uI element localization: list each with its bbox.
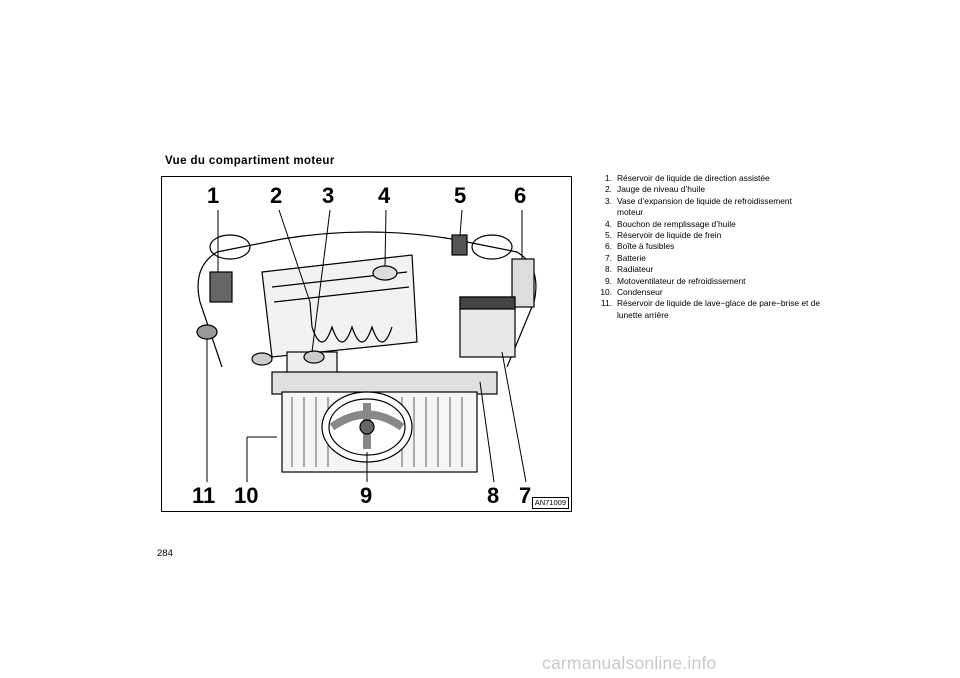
legend-item: 6. Boîte à fusibles <box>595 241 820 252</box>
legend-item: 3. Vase d’expansion de liquide de refroid… <box>595 196 820 219</box>
callout-7: 7 <box>519 483 532 508</box>
engine-illustration <box>196 209 537 483</box>
parts-legend: 1. Réservoir de liquide de direction assi… <box>595 173 820 321</box>
callout-10: 10 <box>234 483 259 508</box>
legend-item-number: 11. <box>600 298 612 309</box>
legend-item-text: Vase d’expansion de liquide de refroidis… <box>617 195 792 218</box>
callout-2: 2 <box>270 183 283 208</box>
legend-item-text: Motoventilateur de refroidissement <box>617 275 746 286</box>
watermark: carmanualsonline.info <box>542 653 717 673</box>
legend-item: 2. Jauge de niveau d’huile <box>595 184 820 195</box>
callout-4: 4 <box>378 183 391 208</box>
legend-item: 10. Condenseur <box>595 287 820 298</box>
callout-1: 1 <box>207 183 220 208</box>
callout-3: 3 <box>322 183 335 208</box>
legend-item-number: 7. <box>605 252 612 263</box>
legend-item-text: Condenseur <box>617 287 663 298</box>
legend-item: 5. Réservoir de liquide de frein <box>595 230 820 241</box>
legend-item: 4. Bouchon de remplissage d’huile <box>595 219 820 230</box>
legend-item: 8. Radiateur <box>595 264 820 275</box>
callout-9: 9 <box>360 483 373 508</box>
legend-item-text: Réservoir de liquide de direction assist… <box>617 173 770 183</box>
legend-item-text: Réservoir de liquide de lave−glace de pa… <box>617 298 820 320</box>
legend-item: 1. Réservoir de liquide de direction assi… <box>595 173 820 184</box>
legend-item-number: 6. <box>605 241 612 252</box>
legend-item-number: 4. <box>605 218 612 229</box>
legend-item-number: 3. <box>605 195 612 206</box>
legend-item: 11. Réservoir de liquide de lave−glace de… <box>595 298 820 321</box>
legend-item: 9. Motoventilateur de refroidissement <box>595 276 820 287</box>
engine-compartment-figure: 1 2 3 4 5 6 11 10 9 8 7 AN71009 <box>161 176 572 512</box>
legend-item-text: Réservoir de liquide de frein <box>617 230 722 241</box>
legend-item-number: 9. <box>605 275 612 286</box>
page-number: 284 <box>157 548 173 559</box>
legend-item-number: 8. <box>605 264 612 275</box>
callout-6: 6 <box>514 183 527 208</box>
legend-item-text: Batterie <box>617 252 646 263</box>
callout-11: 11 <box>192 483 216 508</box>
legend-item-number: 10. <box>600 287 612 298</box>
section-title: Vue du compartiment moteur <box>165 155 335 167</box>
legend-item-number: 5. <box>605 230 612 241</box>
figure-code: AN71009 <box>531 497 569 509</box>
legend-item: 7. Batterie <box>595 253 820 264</box>
legend-item-number: 1. <box>605 173 612 183</box>
legend-item-text: Bouchon de remplissage d’huile <box>617 218 736 229</box>
legend-item-text: Boîte à fusibles <box>617 241 675 252</box>
callout-5: 5 <box>454 183 467 208</box>
legend-item-number: 2. <box>605 184 612 195</box>
callout-8: 8 <box>487 483 500 508</box>
legend-item-text: Radiateur <box>617 264 654 275</box>
legend-item-text: Jauge de niveau d’huile <box>617 184 706 195</box>
